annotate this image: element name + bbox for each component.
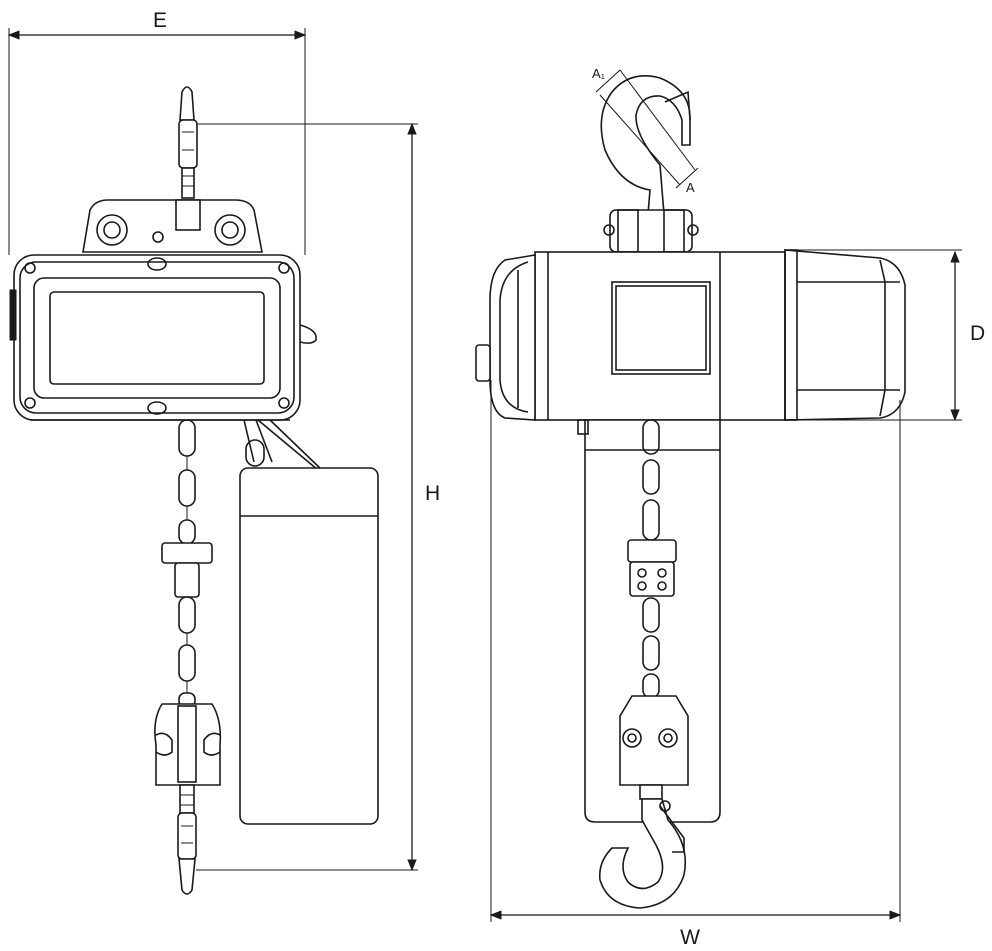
dimension-D-label: D <box>970 322 985 345</box>
chain-bag-front <box>239 419 379 825</box>
top-bracket-front <box>82 199 263 253</box>
dimension-A-label: A <box>686 180 695 195</box>
dimension-A1-label: A₁ <box>592 66 606 81</box>
dimension-H: H <box>196 122 440 872</box>
dimension-E: E <box>7 9 307 255</box>
hoist-side-view: A₁ A <box>475 66 906 909</box>
dimension-W: W <box>489 380 902 949</box>
hook-block-side <box>619 695 689 800</box>
load-chain-front <box>161 419 213 708</box>
hoist-front-view <box>9 86 379 895</box>
hoist-body-front <box>9 254 317 421</box>
hook-throat-dimensions: A₁ A <box>592 66 699 195</box>
dimension-H-label: H <box>425 482 440 505</box>
bottom-hook-side <box>598 798 687 909</box>
hoist-body-side <box>475 249 906 421</box>
bottom-hook-front <box>177 812 197 895</box>
hook-block-front <box>154 703 222 814</box>
top-hook-front <box>178 86 198 199</box>
load-chain-side <box>627 419 677 699</box>
dimension-W-label: W <box>680 926 700 949</box>
top-hook-side <box>600 75 699 253</box>
dimension-D: D <box>770 249 985 422</box>
dimension-E-label: E <box>153 9 167 32</box>
